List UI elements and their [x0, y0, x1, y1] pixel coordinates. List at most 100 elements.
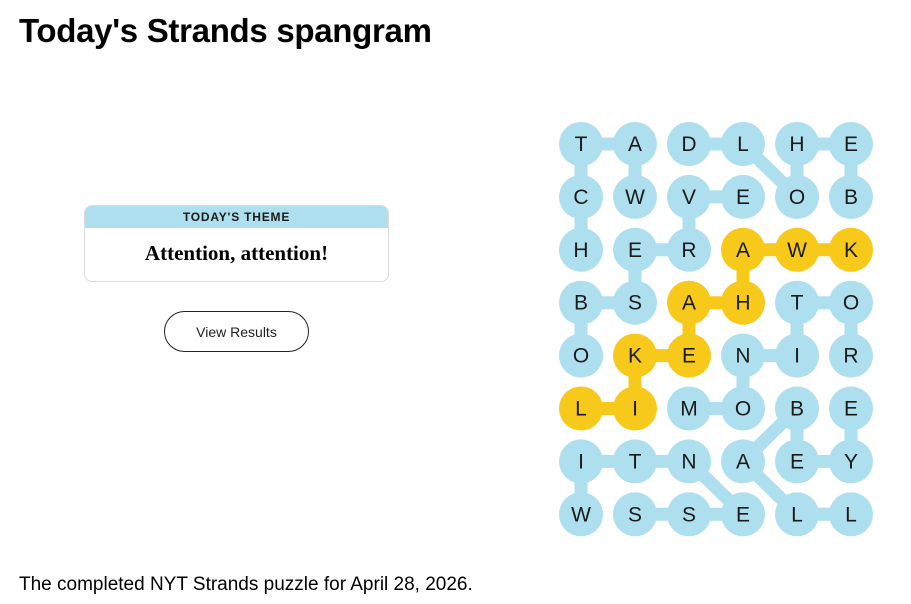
letter-cell[interactable]: E: [613, 227, 657, 272]
svg-text:O: O: [573, 345, 589, 368]
letter-cell[interactable]: A: [613, 122, 657, 166]
svg-text:E: E: [844, 398, 858, 421]
letter-cell[interactable]: H: [559, 227, 603, 272]
svg-text:H: H: [735, 292, 750, 315]
svg-text:S: S: [682, 503, 696, 526]
letter-cell[interactable]: I: [775, 333, 819, 378]
letter-cell[interactable]: K: [829, 227, 873, 272]
letter-cell[interactable]: I: [613, 386, 657, 431]
letter-cell[interactable]: B: [559, 280, 603, 325]
view-results-button[interactable]: View Results: [164, 311, 309, 352]
svg-text:W: W: [625, 186, 645, 209]
page-title: Today's Strands spangram: [19, 12, 432, 49]
svg-text:A: A: [682, 292, 696, 315]
letter-cell[interactable]: Y: [829, 439, 873, 484]
svg-text:L: L: [845, 503, 857, 526]
letter-cell[interactable]: O: [559, 333, 603, 378]
svg-text:C: C: [573, 186, 588, 209]
letter-cell[interactable]: E: [775, 439, 819, 484]
letter-cell[interactable]: T: [775, 280, 819, 325]
letter-cell[interactable]: L: [559, 386, 603, 431]
letter-cell[interactable]: C: [559, 174, 603, 219]
letter-cell[interactable]: N: [667, 439, 711, 484]
theme-label: TODAY'S THEME: [85, 206, 388, 228]
svg-text:E: E: [844, 133, 858, 156]
letter-cell[interactable]: D: [667, 122, 711, 166]
letter-cell[interactable]: O: [829, 280, 873, 325]
svg-text:E: E: [628, 239, 642, 262]
svg-text:L: L: [737, 133, 749, 156]
letter-cell[interactable]: I: [559, 439, 603, 484]
theme-card: TODAY'S THEME Attention, attention!: [84, 205, 389, 282]
letter-cell[interactable]: S: [613, 280, 657, 325]
letter-cell[interactable]: W: [775, 227, 819, 272]
letter-cell[interactable]: T: [613, 439, 657, 484]
svg-text:M: M: [680, 398, 698, 421]
letter-cell[interactable]: K: [613, 333, 657, 378]
letter-cell[interactable]: S: [667, 492, 711, 537]
svg-text:E: E: [790, 450, 804, 473]
letter-cell[interactable]: W: [613, 174, 657, 219]
letter-cell[interactable]: E: [721, 492, 765, 537]
svg-text:E: E: [736, 503, 750, 526]
svg-text:S: S: [628, 292, 642, 315]
letter-cell[interactable]: E: [667, 333, 711, 378]
svg-text:R: R: [681, 239, 696, 262]
svg-text:H: H: [573, 239, 588, 262]
letter-cell[interactable]: L: [829, 492, 873, 537]
letter-cell[interactable]: H: [775, 122, 819, 166]
svg-text:T: T: [629, 450, 642, 473]
svg-text:N: N: [735, 345, 750, 368]
svg-text:W: W: [787, 239, 807, 262]
svg-text:A: A: [736, 239, 750, 262]
letter-cell[interactable]: B: [829, 174, 873, 219]
svg-text:E: E: [682, 345, 696, 368]
letter-cell[interactable]: M: [667, 386, 711, 431]
svg-text:A: A: [628, 133, 642, 156]
svg-text:N: N: [681, 450, 696, 473]
letter-cell[interactable]: E: [721, 174, 765, 219]
svg-text:K: K: [628, 345, 642, 368]
letter-cell[interactable]: L: [775, 492, 819, 537]
svg-text:B: B: [790, 398, 804, 421]
svg-text:W: W: [571, 503, 591, 526]
letter-cell[interactable]: A: [667, 280, 711, 325]
svg-text:A: A: [736, 450, 750, 473]
svg-text:S: S: [628, 503, 642, 526]
letter-cell[interactable]: E: [829, 122, 873, 166]
svg-text:K: K: [844, 239, 858, 262]
svg-text:L: L: [791, 503, 803, 526]
caption: The completed NYT Strands puzzle for Apr…: [19, 574, 473, 595]
letter-cell[interactable]: A: [721, 439, 765, 484]
svg-text:T: T: [791, 292, 804, 315]
svg-text:L: L: [575, 398, 587, 421]
svg-text:T: T: [575, 133, 588, 156]
svg-text:B: B: [844, 186, 858, 209]
letter-cell[interactable]: A: [721, 227, 765, 272]
svg-text:B: B: [574, 292, 588, 315]
letter-cell[interactable]: V: [667, 174, 711, 219]
svg-text:I: I: [632, 398, 638, 421]
letter-cell[interactable]: O: [721, 386, 765, 431]
svg-text:V: V: [682, 186, 696, 209]
svg-text:I: I: [578, 450, 584, 473]
letter-cell[interactable]: S: [613, 492, 657, 537]
letter-cell[interactable]: T: [559, 122, 603, 166]
letter-cell[interactable]: R: [667, 227, 711, 272]
svg-text:Y: Y: [844, 450, 858, 473]
svg-text:O: O: [843, 292, 859, 315]
svg-text:E: E: [736, 186, 750, 209]
letter-cell[interactable]: N: [721, 333, 765, 378]
svg-text:O: O: [789, 186, 805, 209]
svg-text:R: R: [843, 345, 858, 368]
letter-cell[interactable]: R: [829, 333, 873, 378]
svg-text:O: O: [735, 398, 751, 421]
letter-cell[interactable]: E: [829, 386, 873, 431]
letter-cell[interactable]: W: [559, 492, 603, 537]
letter-cell[interactable]: B: [775, 386, 819, 431]
letter-cell[interactable]: L: [721, 122, 765, 166]
svg-text:H: H: [789, 133, 804, 156]
letter-cell[interactable]: H: [721, 280, 765, 325]
letter-cell[interactable]: O: [775, 174, 819, 219]
